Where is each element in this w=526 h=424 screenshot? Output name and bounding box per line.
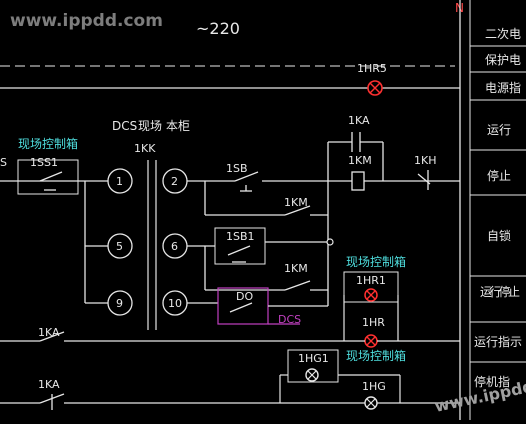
relay-1km-label: 1KM <box>348 154 372 167</box>
svg-text:10: 10 <box>168 297 182 310</box>
junction-node <box>326 238 334 246</box>
terminal-6: 6 <box>162 233 188 259</box>
right-cell-run-stop: 运行停止 <box>480 284 520 299</box>
contact-1ka-1 <box>39 331 65 342</box>
lamp-1hg1-label: 1HG1 <box>298 352 329 365</box>
right-cell-secondary-1: 二次电 <box>485 27 521 41</box>
right-cell-self-lock: 自锁 <box>487 228 511 243</box>
header-cabinet: 本柜 <box>166 119 190 133</box>
button-1sb-label: 1SB <box>226 162 248 175</box>
terminal-5: 5 <box>107 233 133 259</box>
lamp-1hr <box>364 334 378 348</box>
local-box-left <box>17 159 79 195</box>
dcs-output-contact <box>229 302 253 313</box>
button-1sb1 <box>227 245 251 263</box>
header-dcs: DCS <box>112 119 137 133</box>
lamp-1hr1-label: 1HR1 <box>356 274 386 287</box>
local-box-label-left: 现场控制箱 <box>18 136 78 151</box>
lamp-1hr1 <box>364 288 378 302</box>
contact-1ka-label-2: 1KA <box>38 378 60 391</box>
svg-text:1: 1 <box>116 175 123 188</box>
switch-1kk-label: 1KK <box>134 142 156 155</box>
right-cell-run: 运行 <box>487 123 511 137</box>
button-1sb1-label: 1SB1 <box>226 230 255 243</box>
cut-label-s: S <box>0 156 7 169</box>
terminal-10: 10 <box>162 290 188 316</box>
terminal-2: 2 <box>162 168 188 194</box>
lamp-box-hg1 <box>287 349 339 383</box>
supply-voltage-label: ~220 <box>196 19 240 38</box>
dcs-output-do-label: DO <box>236 290 253 303</box>
right-cell-secondary-3: 电源指 <box>485 80 521 95</box>
header-local: 现场 <box>138 119 162 133</box>
svg-text:5: 5 <box>116 240 123 253</box>
terminal-1: 1 <box>107 168 133 194</box>
watermark-text: www.ippdd.com <box>10 11 163 31</box>
relay-1kh-label: 1KH <box>414 154 436 167</box>
relay-1km-coil <box>351 171 383 191</box>
switch-1ss1-label: 1SS1 <box>30 156 58 169</box>
lamp-1hg <box>364 396 378 410</box>
lamp-1hr5 <box>367 80 383 96</box>
local-box-label-mid: 现场控制箱 <box>346 254 406 269</box>
lamp-1hr-label: 1HR <box>362 316 385 329</box>
switch-1ss1 <box>39 171 63 191</box>
right-column-table <box>470 45 526 363</box>
right-cell-stop-indicator: 停机指 <box>474 374 510 389</box>
lamp-box-hr1 <box>343 271 399 303</box>
right-cell-secondary-2: 保护电 <box>485 53 521 67</box>
lamp-1hg-label: 1HG <box>362 380 386 393</box>
local-box-label-bottom: 现场控制箱 <box>346 348 406 363</box>
dcs-tag: DCS <box>278 313 301 326</box>
km-contact-2-label: 1KM <box>284 262 308 275</box>
lamp-1hg1 <box>305 368 319 382</box>
svg-text:2: 2 <box>171 175 178 188</box>
terminal-9: 9 <box>107 290 133 316</box>
right-cell-run-indicator: 运行指示 <box>474 334 522 349</box>
km-contact-1-label: 1KM <box>284 196 308 209</box>
relay-1kh-contact <box>417 170 431 190</box>
right-cell-stop: 停止 <box>487 168 511 183</box>
local-box-sb1 <box>214 227 266 265</box>
lamp-1hr5-label: 1HR5 <box>357 62 387 75</box>
km-contact-1 <box>284 205 311 216</box>
km-contact-2 <box>284 280 311 291</box>
svg-text:9: 9 <box>116 297 123 310</box>
relay-1ka-label: 1KA <box>348 114 370 127</box>
svg-text:6: 6 <box>171 240 178 253</box>
button-1sb <box>234 171 259 192</box>
relay-1ka-contact <box>328 132 383 152</box>
